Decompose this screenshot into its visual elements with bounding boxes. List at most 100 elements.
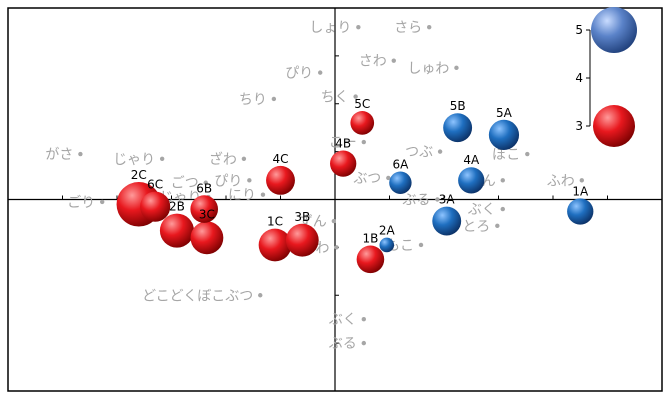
- word-label: ごり: [67, 195, 95, 211]
- bubble-1b: [356, 245, 385, 274]
- bubble-6a: [389, 171, 412, 194]
- word-label: さわ: [359, 54, 387, 70]
- word-label: ちく: [321, 90, 349, 106]
- word-marker: [579, 178, 584, 183]
- word-label: ふわ: [547, 173, 575, 189]
- word-marker: [454, 65, 459, 71]
- bubble-1a: [567, 198, 594, 225]
- word-label: ちり: [239, 92, 267, 108]
- bubble-5c: [350, 111, 375, 135]
- word-label: ざわ: [209, 151, 237, 168]
- bubble-label-4c: 4C: [272, 152, 288, 166]
- word-marker: [418, 242, 424, 248]
- word-marker: [356, 24, 361, 30]
- word-label: がさ: [45, 147, 73, 163]
- bubble-6b: [190, 195, 218, 223]
- word-marker: [78, 151, 83, 157]
- bubble-4c: [266, 165, 295, 195]
- bubble-label-2b: 2B: [169, 200, 185, 214]
- word-annotations: しょりさらさわしゅわぴりちりちくこーつぶぽこがさじゃりざわぶつとんふわごつぴりじ…: [45, 20, 584, 352]
- word-label: ぶく: [468, 202, 496, 218]
- bubble-6c: [140, 191, 171, 222]
- word-marker: [260, 192, 266, 197]
- word-label: ぶる: [329, 336, 357, 352]
- bubble-label-3b: 3B: [294, 210, 310, 224]
- word-label: ぶつ: [353, 171, 381, 187]
- word-marker: [159, 156, 165, 162]
- word-label: しゅわ: [407, 61, 449, 77]
- size-legend-sphere-large: [591, 7, 637, 53]
- word-marker: [331, 218, 337, 224]
- bubble-label-1a: 1A: [572, 184, 589, 198]
- word-label: ごつ: [171, 176, 199, 192]
- bubble-label-2c: 2C: [131, 168, 147, 182]
- word-marker: [318, 70, 323, 75]
- bubble-label-5c: 5C: [354, 97, 370, 111]
- size-legend-sphere-small: [593, 105, 635, 147]
- word-marker: [361, 316, 366, 322]
- bubble-1c: [258, 228, 292, 262]
- word-marker: [437, 149, 443, 154]
- word-marker: [334, 245, 339, 250]
- bubble-4b: [330, 150, 357, 177]
- word-label: ぶく: [329, 312, 357, 328]
- size-legend: 5 4 3: [575, 7, 637, 147]
- bubble-label-5a: 5A: [496, 106, 513, 120]
- word-marker: [427, 24, 432, 30]
- word-marker: [203, 180, 208, 185]
- bubble-3a: [432, 206, 462, 236]
- bubble-5b: [443, 113, 473, 143]
- word-marker: [386, 175, 391, 181]
- word-label: さら: [394, 20, 422, 36]
- word-label: ぴり: [214, 173, 242, 189]
- size-legend-tick-label: 4: [575, 71, 583, 85]
- word-marker: [361, 340, 366, 346]
- bubble-4a: [458, 167, 485, 194]
- word-label: じゃり: [159, 190, 201, 206]
- word-marker: [525, 151, 530, 157]
- word-marker: [361, 139, 366, 145]
- bubble-2a: [379, 237, 395, 253]
- word-marker: [495, 223, 500, 229]
- bubble-5a: [488, 119, 520, 150]
- bubble-label-3a: 3A: [439, 193, 456, 207]
- bubble-label-6b: 6B: [196, 181, 212, 195]
- word-marker: [258, 293, 263, 298]
- word-marker: [391, 58, 396, 63]
- word-marker: [353, 94, 358, 99]
- bubble-label-6a: 6A: [392, 158, 409, 172]
- word-marker: [271, 96, 277, 102]
- word-label: つぶ: [405, 145, 433, 161]
- word-label: にり: [228, 188, 256, 204]
- bubble-3b: [285, 223, 319, 257]
- word-marker: [435, 197, 440, 202]
- bubble-label-4a: 4A: [463, 153, 480, 167]
- bubble-label-1c: 1C: [267, 215, 283, 229]
- bubble-label-6c: 6C: [147, 178, 163, 192]
- bubble-series: 2C 2B 1C 3B 3C 6C 5A 4C 3A 5B 1B 6B 4B 1A 4A 5C 6A 2A: [116, 97, 594, 274]
- word-marker: [100, 199, 105, 205]
- bubble-label-5b: 5B: [450, 99, 466, 113]
- word-label: とろ: [462, 219, 490, 235]
- word-label: ぴり: [285, 66, 313, 82]
- word-marker: [247, 178, 252, 183]
- word-label: こー: [329, 135, 357, 151]
- size-legend-tick-label: 3: [575, 119, 583, 133]
- size-legend-tick-label: 5: [575, 23, 583, 37]
- word-marker: [500, 178, 505, 183]
- bubble-3c: [190, 221, 224, 255]
- word-label: しょり: [309, 20, 351, 36]
- word-label: どこどくぼこぶつ: [142, 288, 253, 304]
- word-label: ぽこ: [492, 147, 520, 163]
- word-marker: [500, 206, 505, 212]
- bubble-label-1b: 1B: [362, 232, 378, 246]
- bubble-label-2a: 2A: [379, 224, 396, 238]
- bubble-2b: [159, 213, 194, 248]
- word-marker: [241, 156, 247, 162]
- axes: [8, 8, 662, 391]
- word-label: じゃり: [113, 152, 155, 168]
- bubble-label-4b: 4B: [335, 136, 351, 150]
- word-label: ぶる: [402, 193, 430, 209]
- bubble-label-3c: 3C: [199, 207, 215, 221]
